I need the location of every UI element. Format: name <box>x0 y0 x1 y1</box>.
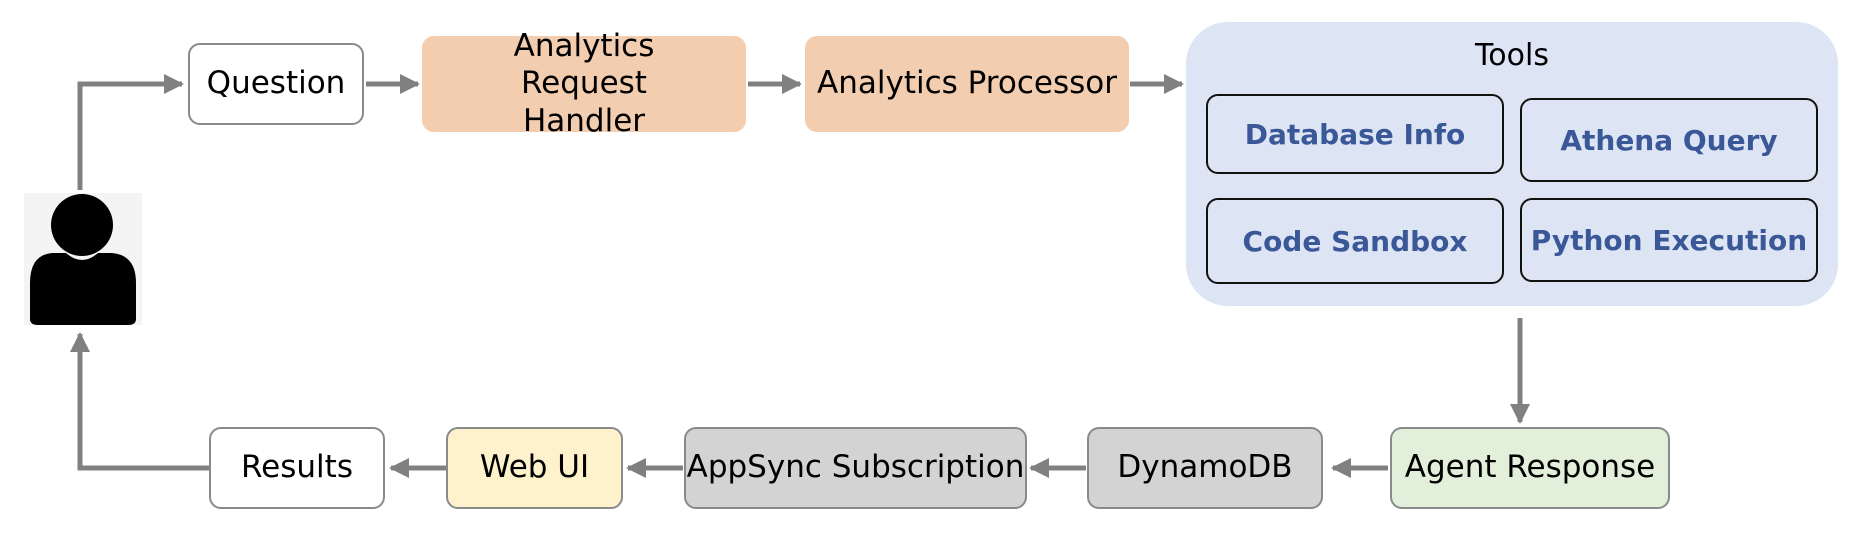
tool-database-info: Database Info <box>1206 94 1504 174</box>
agent-response-node: Agent Response <box>1390 427 1670 509</box>
analytics-processor-node: Analytics Processor <box>805 36 1129 132</box>
tools-panel: Tools Database Info Athena Query Code Sa… <box>1186 22 1838 306</box>
web-ui-node: Web UI <box>446 427 623 509</box>
tool-athena-query: Athena Query <box>1520 98 1818 182</box>
results-node: Results <box>209 427 385 509</box>
dynamodb-node: DynamoDB <box>1087 427 1323 509</box>
user-icon <box>24 193 142 325</box>
tools-panel-title: Tools <box>1475 38 1549 73</box>
appsync-subscription-node: AppSync Subscription <box>684 427 1027 509</box>
arrow-user-to-question <box>77 74 184 190</box>
analytics-request-handler-node: Analytics Request Handler <box>422 28 746 139</box>
tool-python-execution: Python Execution <box>1520 198 1818 282</box>
tool-code-sandbox: Code Sandbox <box>1206 198 1504 284</box>
arrow-results-to-user <box>70 332 210 471</box>
analytics-request-handler-label: Analytics Request Handler <box>513 28 655 139</box>
question-node: Question <box>188 43 364 125</box>
